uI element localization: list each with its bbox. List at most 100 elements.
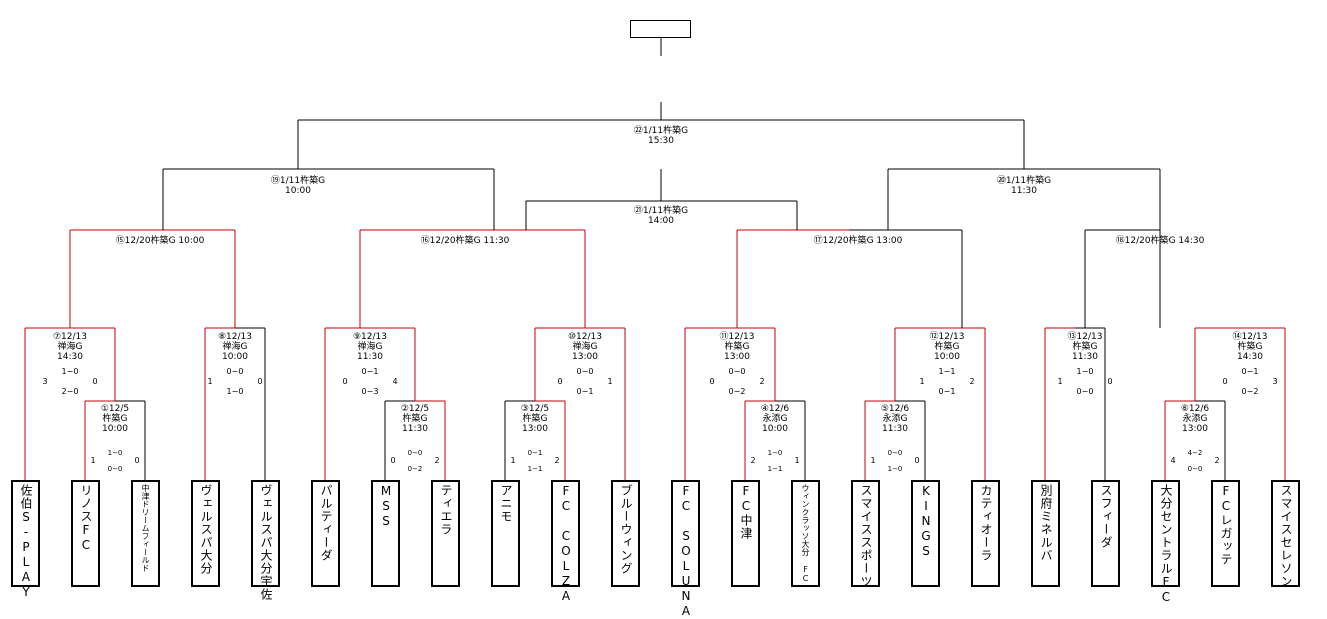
team-box: 大分セントラルFC [1151,480,1180,605]
match-info: ⑧12/13 [218,332,252,342]
match-info: 禅海G [223,340,248,352]
team-box: FC中津 [731,480,760,587]
team-box: スマイスセレソン [1271,480,1300,588]
half-score: 0−0 [227,367,244,376]
team-box: ヴェルスパ大分宇佐 [251,480,280,601]
score-left: 0 [390,456,395,465]
match-info: 13:00 [572,352,598,362]
match-info: 永添G [883,412,908,424]
match-info: 13:00 [522,424,548,434]
half-score: 0−0 [577,367,594,376]
half-score: 0−0 [408,449,423,457]
half-score: 0−0 [1077,387,1094,396]
half-score: 1−0 [768,449,783,457]
match-info: 10:00 [102,424,128,434]
team-name: FC COLZA [559,484,573,604]
team-name: ウィンクラッソ大分 FC [801,484,810,583]
score-left: 0 [342,377,347,386]
team-name: 大分セントラルFC [1159,484,1173,605]
team-name: スマイススポーツ [859,484,873,588]
match-info: ㉑1/11杵築G [634,204,688,216]
half-score: 0−0 [729,367,746,376]
match-info: ①12/5 [101,404,129,414]
match-info: 10:00 [222,352,248,362]
match-info: 10:00 [285,186,311,196]
match-info: ⑳1/11杵築G [997,174,1051,186]
match-info: 永添G [763,412,788,424]
match-info: ⑭12/13 [1233,331,1268,342]
team-name: KINGS [919,484,933,559]
score-left: 1 [919,377,924,386]
match-info: 杵築G [103,412,128,424]
half-score: 1−0 [888,465,903,473]
match-info: 11:30 [402,424,428,434]
half-score: 0−0 [888,449,903,457]
team-box: 中津ドリームフィールド [131,480,160,587]
team-box: 別府ミネルバ [1031,480,1060,587]
half-score: 0−2 [408,465,423,473]
score-left: 0 [557,377,562,386]
half-score: 0−2 [1242,387,1259,396]
team-box: カティオーラ [971,480,1000,587]
score-right: 2 [554,456,559,465]
score-left: 3 [42,377,47,386]
half-score: 0−1 [362,367,379,376]
team-name: パルティーダ [319,484,333,562]
team-box: FCレガッテ [1211,480,1240,587]
match-info: 杵築G [1238,340,1263,352]
score-right: 2 [1214,456,1219,465]
team-box: ブルーウィング [611,480,640,587]
half-score: 0−1 [1242,367,1259,376]
half-score: 4−2 [1188,449,1203,457]
team-box: MSS [371,480,400,587]
score-right: 2 [969,377,974,386]
half-score: 0−1 [528,449,543,457]
score-right: 4 [392,377,397,386]
half-score: 1−0 [62,367,79,376]
team-box: ヴェルスパ大分 [191,480,220,587]
team-box: FC SOLUNA [671,480,700,619]
half-score: 1−1 [528,465,543,473]
score-left: 1 [510,456,515,465]
team-box: FC COLZA [551,480,580,604]
match-info: 永添G [1183,412,1208,424]
score-right: 1 [794,456,799,465]
half-score: 0−0 [1188,465,1203,473]
team-name: FCレガッテ [1219,484,1233,566]
match-info: ③12/5 [521,404,549,414]
team-name: FC SOLUNA [679,484,693,619]
team-box: アニモ [491,480,520,587]
score-left: 4 [1170,456,1175,465]
match-info: ㉒1/11杵築G [634,124,688,136]
team-name: 佐伯S-PLAY [19,484,33,600]
match-info: 杵築G [935,340,960,352]
match-info: 11:30 [1072,352,1098,362]
match-info: 11:30 [1011,186,1037,196]
match-info: 杵築G [1073,340,1098,352]
match-info: ④12/6 [761,404,790,414]
half-score: 1−1 [939,367,956,376]
match-info: 14:30 [1237,352,1263,362]
match-info: 14:30 [57,352,83,362]
score-left: 1 [90,456,95,465]
half-score: 0−2 [729,387,746,396]
half-score: 1−0 [108,449,123,457]
team-box: スフィーダ [1091,480,1120,587]
half-score: 0−1 [939,387,956,396]
match-info: 11:30 [882,424,908,434]
match-info: ⑬12/13 [1068,331,1103,342]
score-right: 0 [92,377,97,386]
score-left: 2 [750,456,755,465]
score-right: 2 [759,377,764,386]
score-right: 0 [134,456,139,465]
match-info: 11:30 [357,352,383,362]
match-info: 禅海G [573,340,598,352]
team-name: ヴェルスパ大分 [199,484,213,575]
match-info: ⑱12/20杵築G 14:30 [1116,234,1205,246]
score-right: 0 [1107,377,1112,386]
score-left: 1 [1057,377,1062,386]
score-left: 1 [870,456,875,465]
team-name: カティオーラ [979,484,993,562]
team-box: KINGS [911,480,940,587]
team-name: アニモ [499,484,513,523]
